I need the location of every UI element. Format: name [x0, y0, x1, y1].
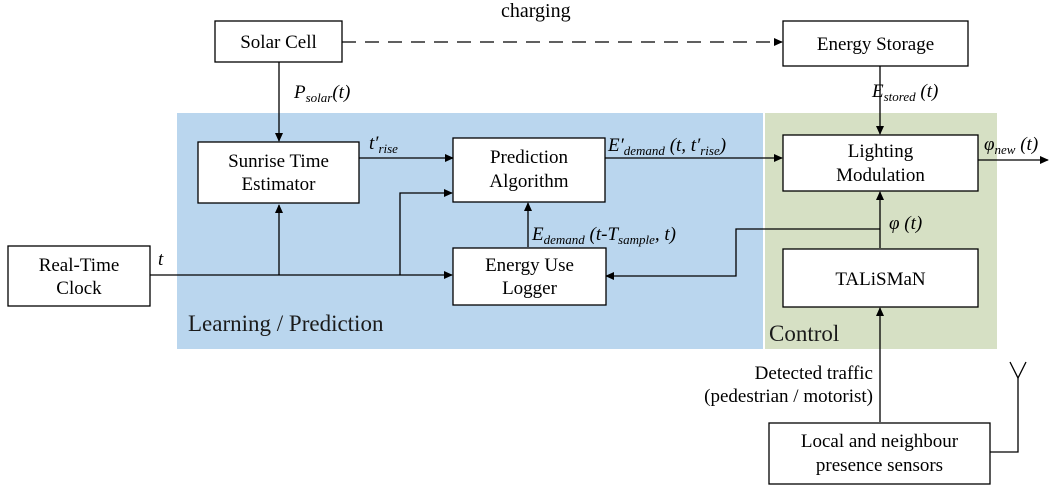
phi-label: φ (t) [889, 213, 922, 234]
lighting-modulation-box: Lighting Modulation [782, 134, 979, 192]
prediction-algorithm-label-1: Prediction [490, 147, 569, 168]
sunrise-estimator-label-1: Sunrise Time [228, 151, 329, 172]
real-time-clock-label-2: Clock [56, 278, 102, 299]
energy-storage-box: Energy Storage [782, 20, 969, 67]
talisman-label: TALiSMaN [835, 269, 926, 290]
solar-cell-label: Solar Cell [240, 32, 317, 53]
e-stored-label: Estored (t) [871, 81, 938, 104]
prediction-algorithm-label-2: Algorithm [489, 171, 568, 192]
sunrise-estimator-label-2: Estimator [242, 174, 317, 195]
detected-traffic-label-2: (pedestrian / motorist) [704, 386, 873, 407]
charging-label: charging [501, 0, 571, 22]
solar-cell-box: Solar Cell [214, 20, 343, 63]
presence-sensors-label-1: Local and neighbour [801, 431, 959, 452]
energy-use-logger-label-1: Energy Use [485, 255, 574, 276]
antenna-mast [990, 378, 1019, 453]
phi-new-label: φnew (t) [984, 134, 1038, 157]
energy-use-logger-label-2: Logger [502, 278, 558, 299]
phi-to-logger-arrow [605, 228, 880, 281]
control-label: Control [769, 321, 839, 346]
prediction-algorithm-box: Prediction Algorithm [452, 137, 606, 203]
t-clock-label: t [158, 249, 164, 270]
real-time-clock-box: Real-Time Clock [7, 245, 151, 307]
real-time-clock-label-1: Real-Time [39, 255, 120, 276]
talisman-box: TALiSMaN [782, 248, 979, 308]
clock-to-prediction-arrow [399, 188, 453, 275]
detected-traffic-label-1: Detected traffic [755, 363, 873, 384]
sunrise-estimator-box: Sunrise Time Estimator [197, 141, 360, 204]
energy-storage-label: Energy Storage [817, 34, 934, 55]
p-solar-label: Psolar(t) [293, 82, 350, 105]
lighting-modulation-label-2: Modulation [836, 165, 925, 186]
presence-sensors-box: Local and neighbour presence sensors [768, 422, 991, 485]
energy-use-logger-box: Energy Use Logger [452, 247, 607, 306]
lighting-modulation-label-1: Lighting [848, 141, 914, 162]
antenna-icon [1009, 361, 1027, 380]
learning-prediction-label: Learning / Prediction [188, 311, 384, 336]
presence-sensors-label-2: presence sensors [816, 455, 943, 476]
